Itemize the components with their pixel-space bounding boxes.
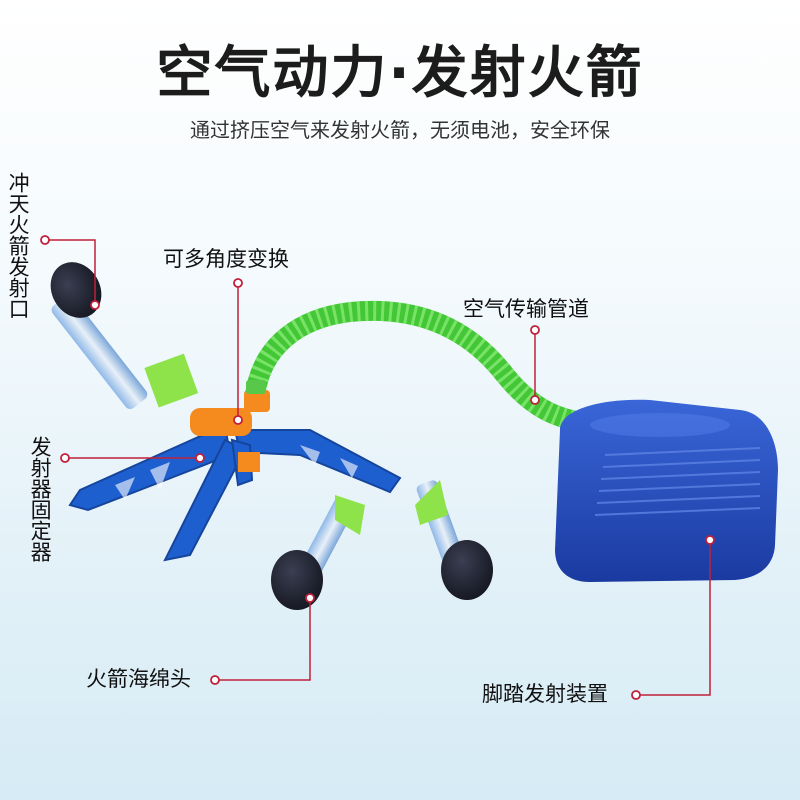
pivot-joint [190, 380, 270, 436]
label-angle: 可多角度变换 [163, 247, 289, 271]
foot-pedal [555, 399, 778, 582]
launch-rocket [50, 262, 199, 409]
label-holder: 发射器固定器 [28, 436, 53, 562]
label-launch-port: 冲天火箭发射口 [6, 172, 31, 319]
rocket-on-ground-2 [415, 480, 493, 600]
page-title: 空气动力·发射火箭 [156, 41, 644, 106]
orange-base-block [238, 452, 260, 472]
label-air-tube: 空气传输管道 [463, 297, 589, 321]
page-subtitle: 通过挤压空气来发射火箭，无须电池，安全环保 [190, 118, 610, 142]
rocket-on-ground-1 [271, 495, 365, 610]
label-pedal: 脚踏发射装置 [482, 682, 608, 706]
launcher-stand [68, 423, 402, 562]
label-foam-head: 火箭海绵头 [86, 667, 191, 691]
